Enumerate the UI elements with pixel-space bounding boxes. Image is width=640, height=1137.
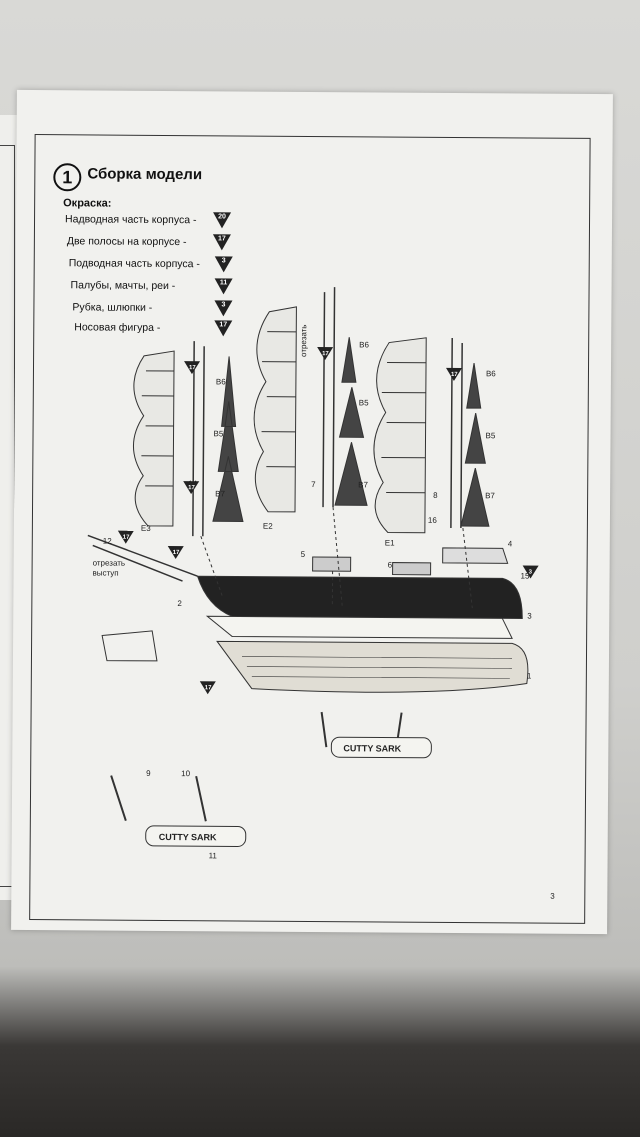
diagram-code: 17 [123,535,130,541]
label-b5: B5 [214,429,224,438]
label-1: 1 [527,672,532,681]
diagram-code: 17 [189,365,196,371]
page-number: 3 [550,892,555,901]
label-b6: B6 [486,369,496,378]
label-b7: B7 [215,489,225,498]
label-b6: B6 [359,340,369,349]
label-6: 6 [388,561,393,570]
label-8: 8 [433,491,438,500]
label-16: 16 [428,516,438,525]
label-12: 12 [103,537,113,546]
nameplate-large: CUTTY SARK [343,743,401,753]
label-2: 2 [177,599,182,608]
cut-note-mast: отрезать [299,324,308,356]
label-10: 10 [181,769,191,778]
label-4: 4 [508,539,513,548]
diagram-code: 17 [173,550,180,556]
cut-note-line2: выступ [93,568,119,577]
label-b6: B6 [216,377,226,386]
label-e3: E3 [141,524,151,533]
label-7: 7 [311,480,316,489]
page-frame: 1 Сборка модели Окраска: Надводная часть… [29,134,591,924]
nameplate-small: CUTTY SARK [159,832,217,842]
label-b7: B7 [358,480,368,489]
label-5: 5 [301,550,306,559]
cut-note-line1: отрезать [93,558,125,567]
diagram-code: 17 [451,372,458,378]
label-e2: E2 [263,522,273,531]
instruction-sheet: 1 Сборка модели Окраска: Надводная часть… [11,89,613,935]
sail-set-e1 [373,337,427,534]
diagram-paint-codes [117,347,539,695]
label-15: 15 [521,571,531,580]
sail-set-e2 [253,306,297,513]
diagram-code: 17 [188,485,195,491]
diagram-code: 17 [205,685,212,691]
label-b5: B5 [359,398,369,407]
diagram-code: 3 [529,570,533,576]
label-9: 9 [146,769,151,778]
label-b5: B5 [486,431,496,440]
assembly-diagram: E3 E2 E1 B5 B6 B7 B6 B5 B7 B6 B5 B7 7 8 … [87,287,555,901]
label-3: 3 [527,612,532,621]
label-b7: B7 [485,491,495,500]
diagram-code: 17 [322,351,329,357]
label-11: 11 [209,851,218,860]
sail-set-e3 [133,350,175,527]
label-e1: E1 [385,539,395,548]
